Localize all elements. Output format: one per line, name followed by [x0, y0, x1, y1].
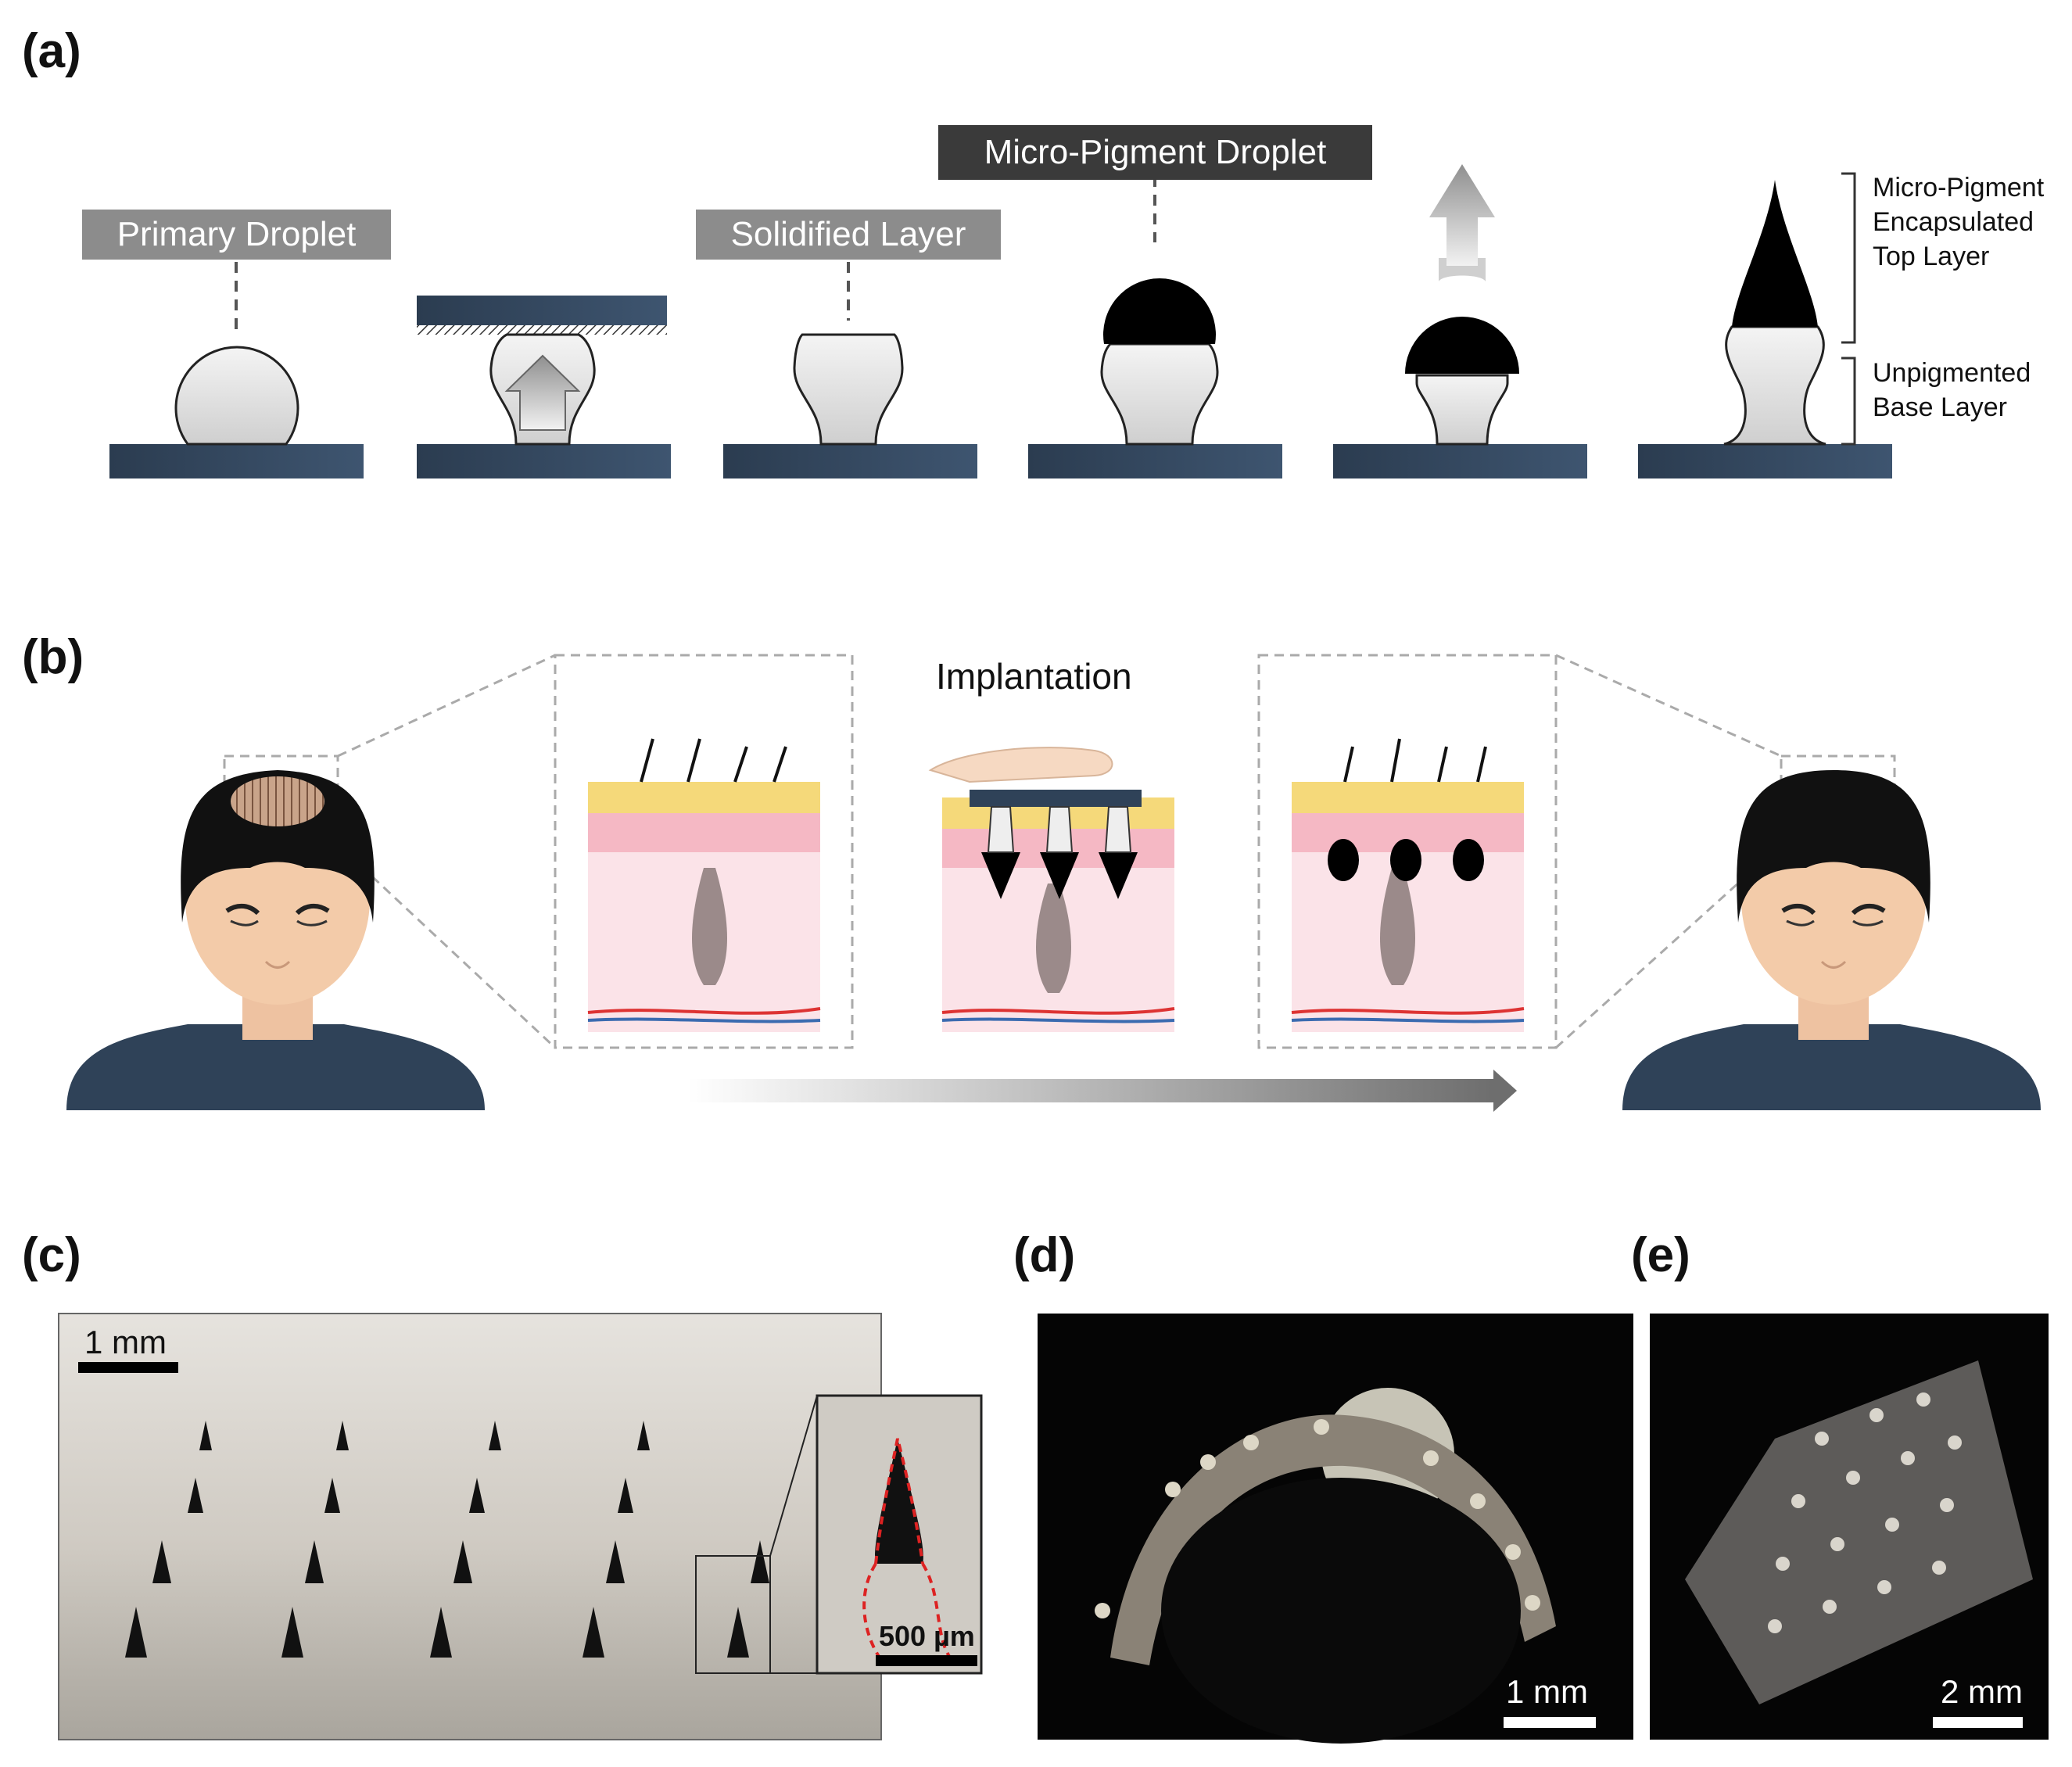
solidified-layer-tag: Solidified Layer — [696, 210, 1001, 260]
panel-label-c: (c) — [22, 1228, 81, 1282]
panel-label-b: (b) — [22, 630, 84, 684]
top-layer-line-2: Encapsulated — [1873, 207, 2034, 237]
primary-droplet-tag: Primary Droplet — [82, 210, 391, 260]
top-layer-line-3: Top Layer — [1873, 242, 1990, 271]
top-layer-line-1: Micro-Pigment — [1873, 173, 2045, 203]
panel-label-e: (e) — [1631, 1228, 1690, 1282]
base-layer-line-2: Base Layer — [1873, 392, 2007, 422]
needle-array — [125, 1421, 769, 1658]
skin-block-3 — [1291, 738, 1525, 1032]
panel-label-a: (a) — [22, 24, 81, 78]
base-layer-line-1: Unpigmented — [1873, 358, 2031, 388]
panel-label-d: (d) — [1013, 1228, 1076, 1282]
scale-bar-c-inset — [876, 1655, 977, 1666]
base-layer-label: Unpigmented Base Layer — [1873, 356, 2031, 425]
photo-c — [58, 1313, 882, 1740]
top-layer-label: Micro-Pigment Encapsulated Top Layer — [1873, 170, 2044, 274]
scale-label-e: 2 mm — [1941, 1673, 2023, 1710]
skin-block-1 — [587, 738, 821, 1032]
scale-bar-c — [78, 1362, 178, 1373]
head-after — [1622, 770, 2041, 1110]
head-before — [66, 770, 485, 1110]
skin-block-2 — [928, 747, 1175, 1032]
scale-label-c: 1 mm — [84, 1324, 167, 1360]
scale-bar-d — [1504, 1717, 1596, 1728]
scale-label-c-inset: 500 µm — [879, 1620, 975, 1652]
implantation-label: Implantation — [936, 656, 1132, 697]
scale-label-d: 1 mm — [1506, 1673, 1588, 1710]
scale-bar-e — [1933, 1717, 2023, 1728]
micro-pigment-droplet-tag: Micro-Pigment Droplet — [938, 125, 1372, 180]
